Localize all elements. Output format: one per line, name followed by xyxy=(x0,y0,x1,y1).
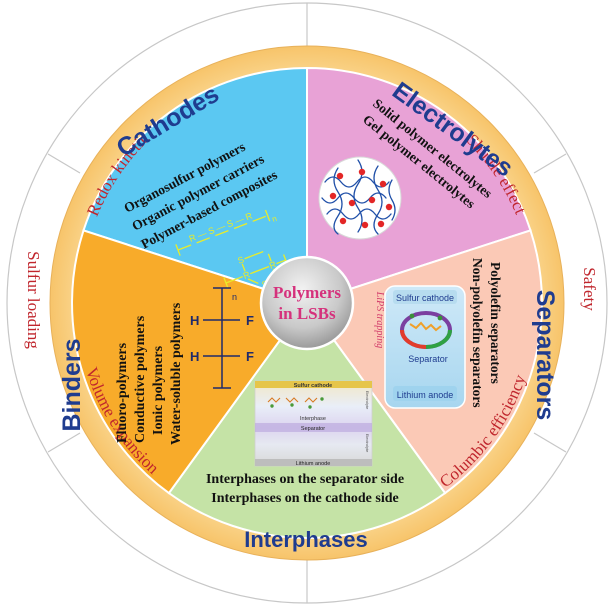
binders-content: Fluoro-polymers Conductive polymers Ioni… xyxy=(115,302,184,445)
separator-diagram-side: LiPS trapping xyxy=(374,291,385,348)
interphases-item-1: Interphases on the separator side xyxy=(206,472,404,487)
outer-ring-dividers xyxy=(47,3,567,603)
cathodes-formula-2-r1: R xyxy=(242,269,252,281)
binder-formula-f1: F xyxy=(246,313,254,328)
interphases-content: Interphases on the separator side Interp… xyxy=(206,472,404,506)
separator-diagram-top: Sulfur cathode xyxy=(396,293,454,303)
binders-item-1: Fluoro-polymers xyxy=(115,342,130,443)
binders-item-4: Water-soluble polymers xyxy=(169,302,184,445)
sectors xyxy=(71,66,543,539)
interphase-diagram-top: Sulfur cathode xyxy=(294,383,333,389)
binder-formula-h2: H xyxy=(190,349,199,364)
title-separators: Separators xyxy=(531,290,559,421)
center-title-line-2: in LSBs xyxy=(278,304,336,323)
sector-electrolytes xyxy=(306,66,532,305)
binder-pvdf-atoms: F H F H n xyxy=(190,292,254,364)
binder-pvdf-formula xyxy=(203,287,240,389)
separator-diagram-bottom: Lithium anode xyxy=(397,390,454,400)
interphases-item-2: Interphases on the cathode side xyxy=(211,491,398,506)
title-binders: Binders xyxy=(58,338,86,431)
interphase-diagram-side-2: Electrolyte xyxy=(365,434,370,453)
cathodes-formula-2-s1: S xyxy=(236,254,245,265)
cathodes-formula-2-r2: R xyxy=(268,259,278,271)
separator-lips-diagram: Sulfur cathode Separator Lithium anode L… xyxy=(374,285,466,409)
binders-item-3: Ionic polymers xyxy=(151,345,166,435)
binders-item-2: Conductive polymers xyxy=(133,315,148,443)
separator-diagram-middle: Separator xyxy=(408,354,448,364)
separators-content: Polyolefin separators Non-polyolefin sep… xyxy=(470,258,503,408)
sector-binders xyxy=(71,229,309,495)
sector-cathodes xyxy=(82,66,308,305)
cathodes-formula-1-sub: n xyxy=(271,214,278,224)
interphase-diagram-interphase: Interphase xyxy=(300,416,326,422)
interphase-diagram-separator: Separator xyxy=(301,426,325,432)
challenge-safety: Safety xyxy=(580,267,599,311)
title-interphases: Interphases xyxy=(244,527,368,552)
separators-item-1: Polyolefin separators xyxy=(488,262,503,384)
binder-formula-sub: n xyxy=(232,292,237,302)
center-hub xyxy=(259,255,355,351)
binder-formula-h1: H xyxy=(190,313,199,328)
separators-item-2: Non-polyolefin separators xyxy=(470,258,485,408)
center-title-line-1: Polymers xyxy=(273,283,341,302)
interphase-diagram-side-1: Electrolyte xyxy=(365,391,370,410)
electrolyte-polymer-network xyxy=(318,156,402,240)
challenge-sulfur-loading: Sulfur loading xyxy=(24,251,43,349)
interphase-diagram-bottom: Lithium anode xyxy=(296,461,331,467)
binder-formula-f2: F xyxy=(246,349,254,364)
interphase-layer-diagram: Sulfur cathode Interphase Separator Lith… xyxy=(254,380,373,467)
